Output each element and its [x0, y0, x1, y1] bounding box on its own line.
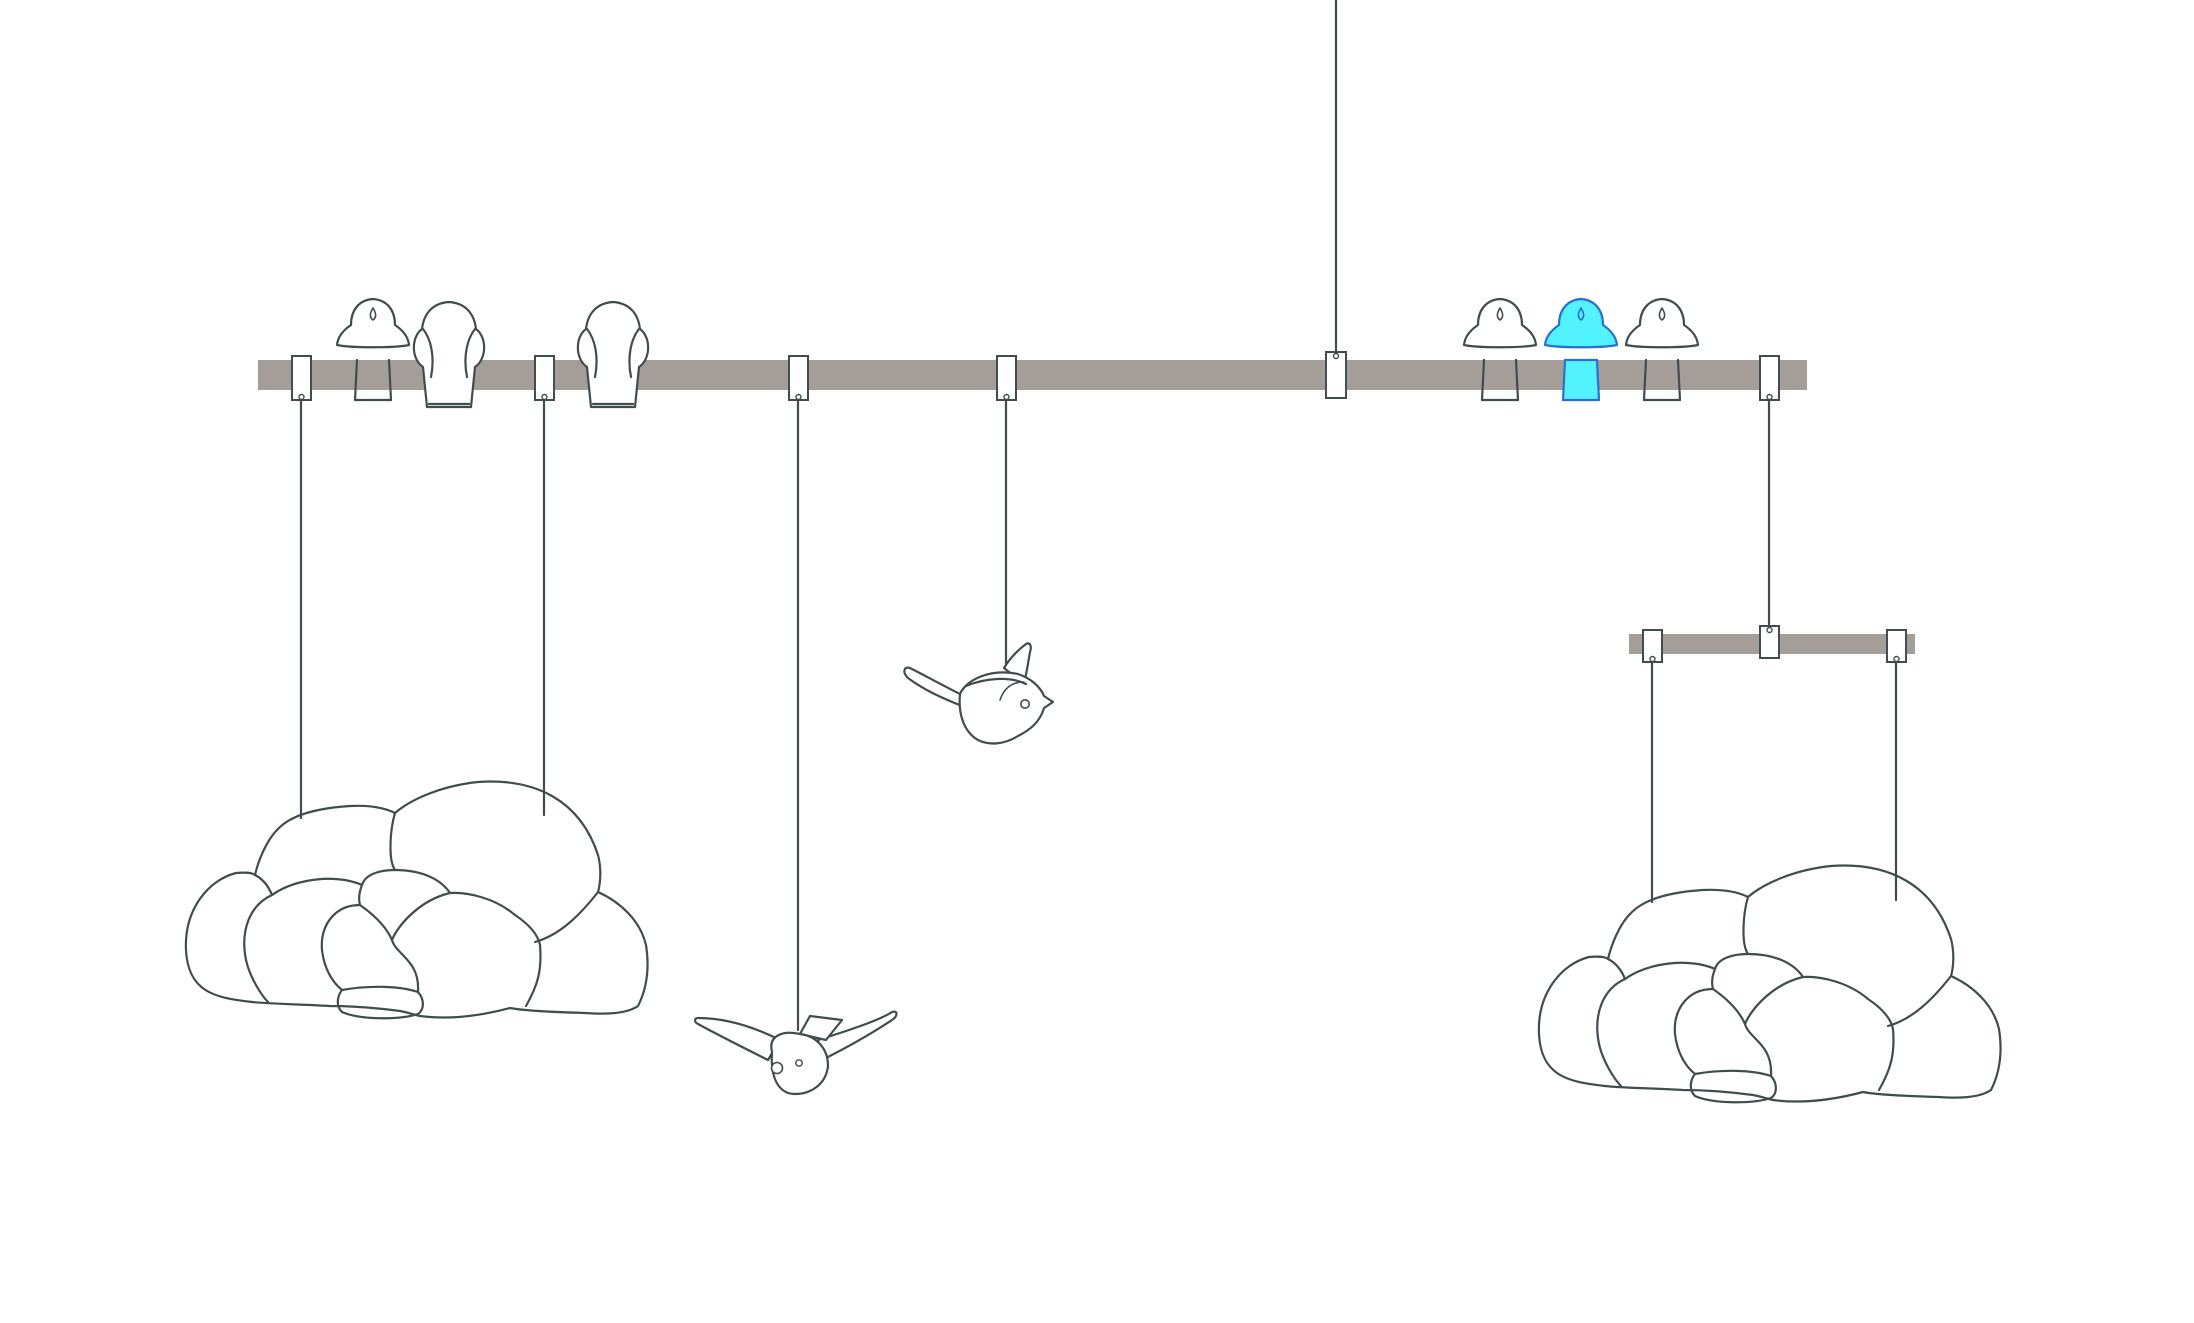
sub-bar-clip-right	[1886, 629, 1907, 663]
perched-bird-5	[1543, 297, 1619, 402]
bar-clip-center	[1325, 351, 1347, 399]
bar-clip-2	[534, 355, 555, 401]
bar-clip-3	[788, 355, 809, 401]
bar-clip-5	[1759, 355, 1780, 401]
bird-diving	[693, 1010, 898, 1096]
sub-bar-clip-center	[1759, 625, 1780, 659]
perched-bird-3	[576, 300, 650, 409]
bar-clip-4	[996, 355, 1017, 401]
perched-bird-2	[412, 300, 486, 409]
cloud-right	[1537, 864, 2002, 1104]
bird-flying	[903, 642, 1055, 745]
sub-bar-clip-left	[1642, 629, 1663, 663]
cloud-left	[184, 780, 649, 1020]
bar-clip-1	[291, 355, 312, 401]
main-hanging-bar	[258, 360, 1807, 390]
